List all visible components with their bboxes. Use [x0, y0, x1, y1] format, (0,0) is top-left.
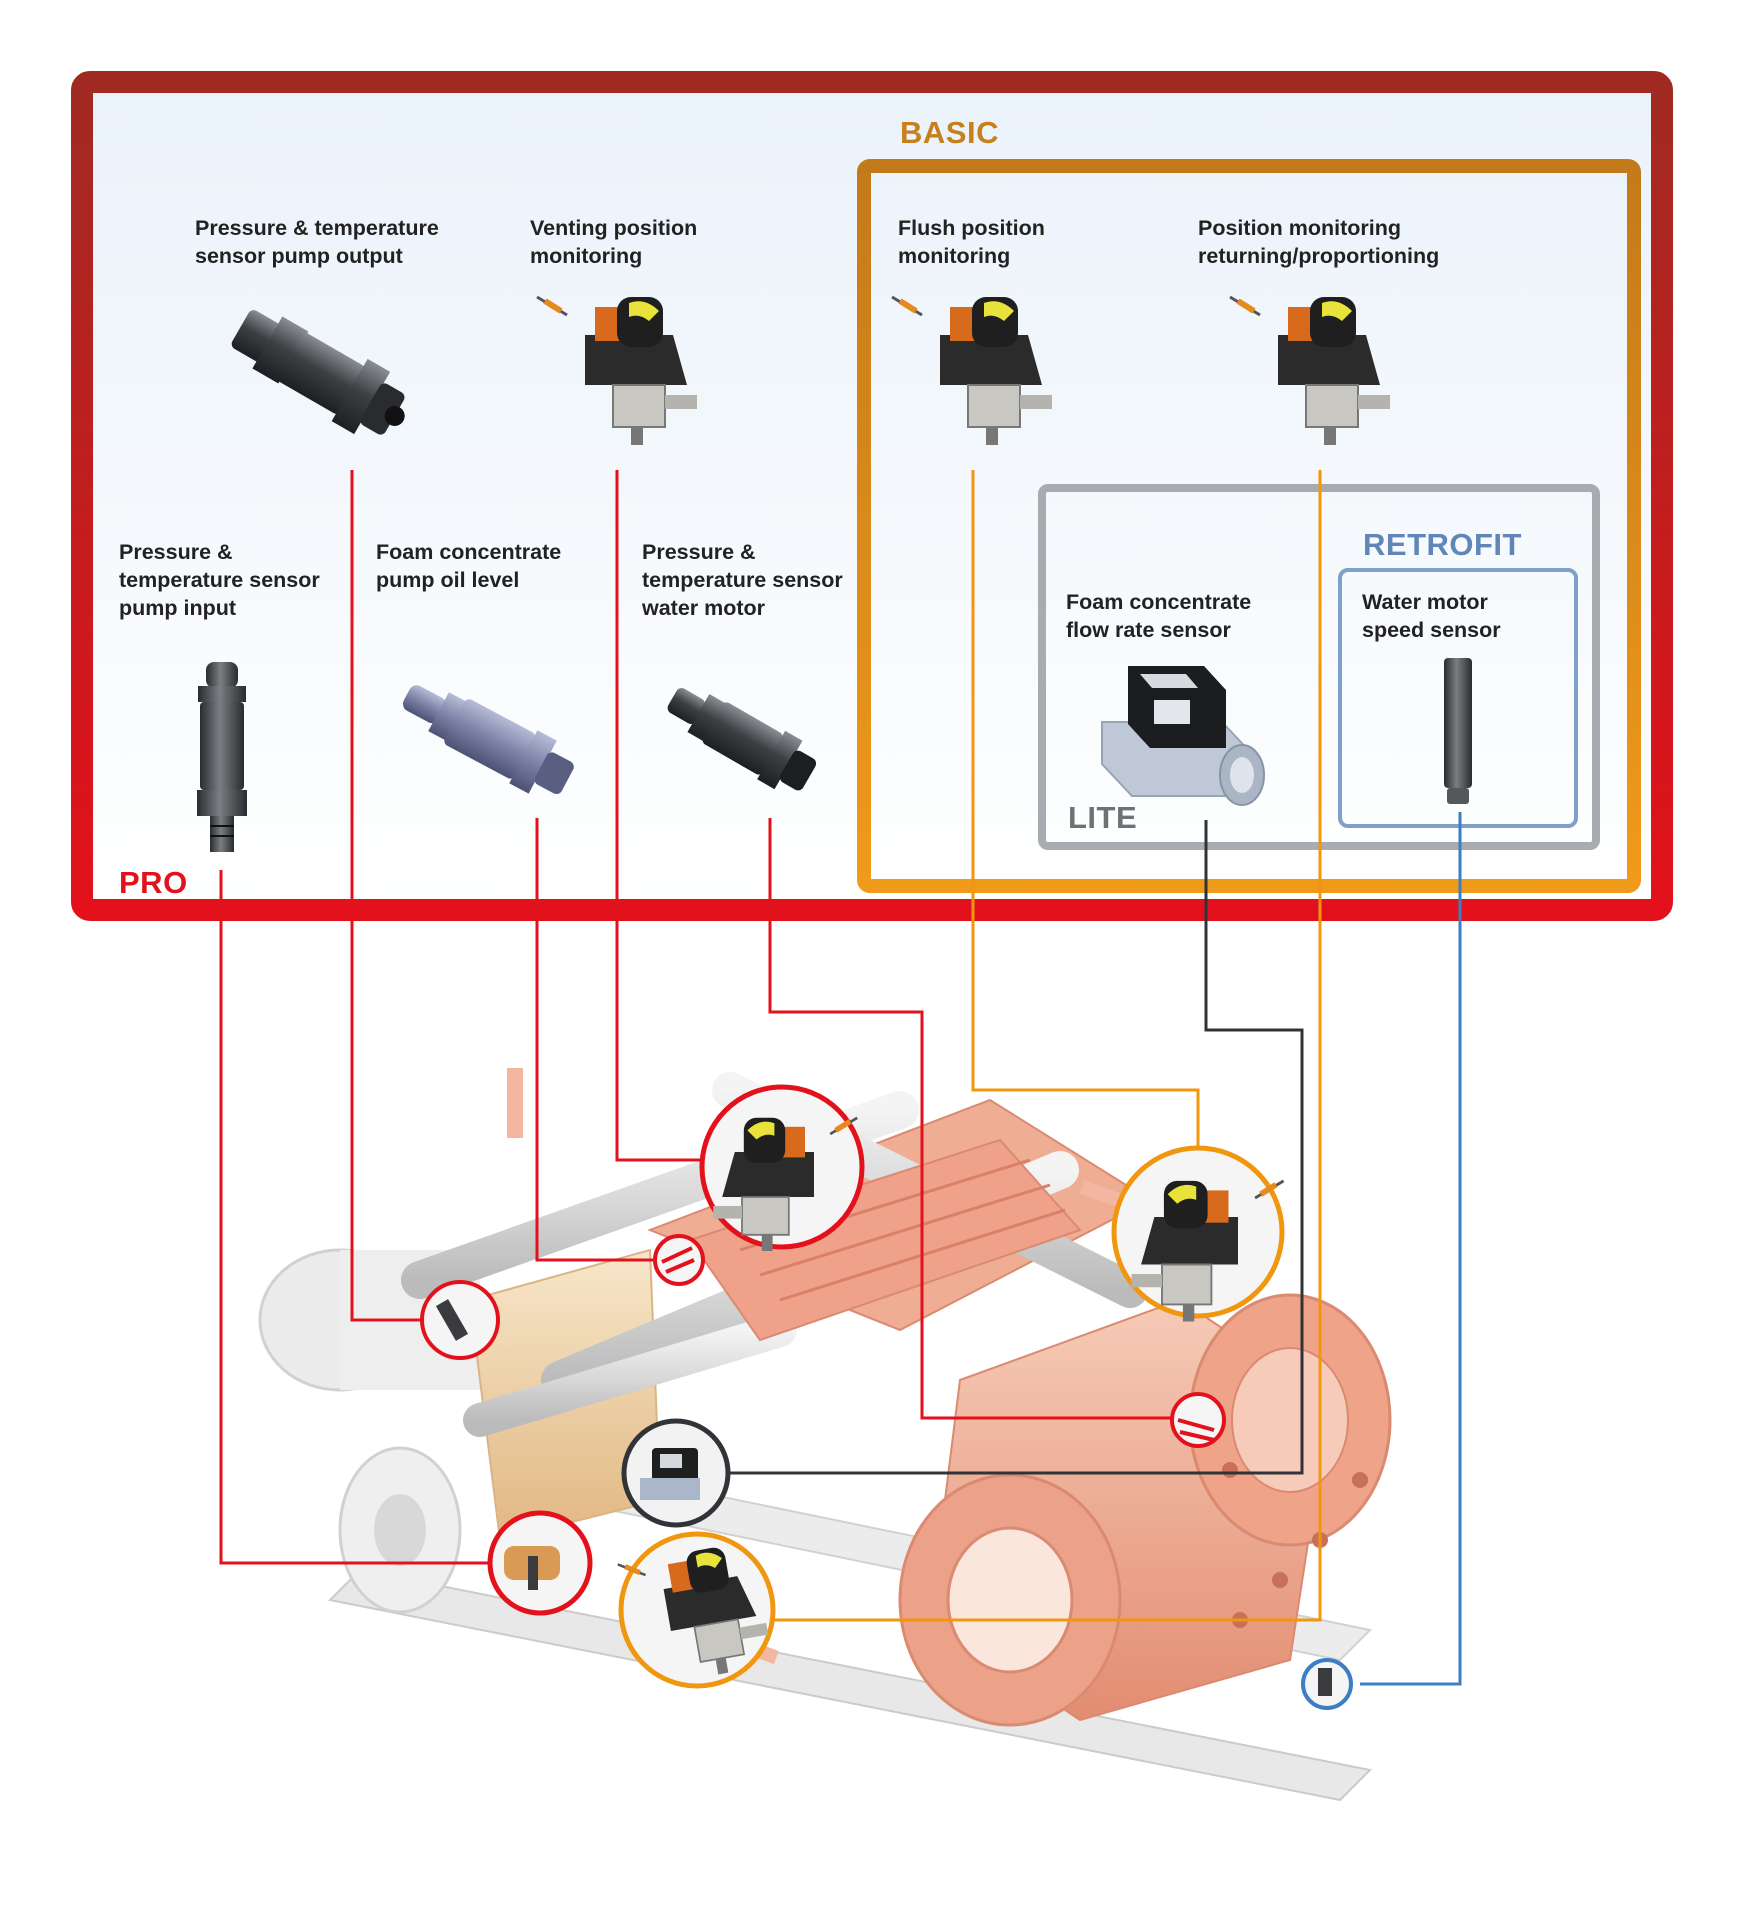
- callout-speed-sensor: [1301, 1658, 1353, 1710]
- tier-label-retrofit: RETROFIT: [1363, 527, 1522, 562]
- callout-oil-level: [653, 1234, 705, 1286]
- speed-sensor-icon: [1444, 658, 1472, 804]
- connector-venting-position: [615, 470, 718, 1162]
- tier-label-lite: LITE: [1068, 800, 1138, 835]
- label-pt-water-motor: Pressure & temperature sensor water moto…: [642, 540, 843, 620]
- connector-pt-pump-input: [219, 870, 500, 1565]
- flow-rate-sensor-icon: [1101, 666, 1265, 806]
- connector-pt-water-motor: [768, 818, 1200, 1420]
- label-speed-sensor: Water motor speed sensor: [1362, 590, 1501, 642]
- label-venting-position: Venting position monitoring: [530, 216, 698, 268]
- callout-pt-pump-input: [487, 1510, 593, 1616]
- basic-tier-frame: [857, 159, 1641, 893]
- callout-position-returning: [618, 1531, 774, 1688]
- pressure-sensor-icon: [231, 310, 405, 435]
- label-position-returning: Position monitoring returning/proportion…: [1198, 216, 1440, 268]
- label-flush-position: Flush position monitoring: [898, 216, 1045, 268]
- connector-pt-pump-output: [350, 470, 432, 1322]
- retrofit-tier-frame: [1338, 568, 1578, 828]
- callout-venting-position: [699, 1084, 865, 1251]
- callouts: [420, 1084, 1353, 1710]
- callout-flush-position: [1111, 1145, 1284, 1322]
- label-flow-rate: Foam concentrate flow rate sensor: [1066, 590, 1252, 642]
- connector-lines: [219, 470, 1462, 1686]
- callout-pt-water-motor: [1170, 1392, 1226, 1448]
- connector-flow-rate: [724, 820, 1304, 1475]
- callout-flow-rate: [621, 1418, 731, 1528]
- connector-position-returning: [770, 470, 1322, 1622]
- label-pt-pump-input: Pressure & temperature sensor pump input: [119, 540, 320, 620]
- label-oil-level: Foam concentrate pump oil level: [376, 540, 562, 592]
- pressure-sensor-icon: [197, 662, 247, 852]
- oil-level-sensor-icon: [403, 685, 574, 795]
- pressure-sensor-icon: [667, 688, 817, 791]
- label-pt-pump-output: Pressure & temperature sensor pump outpu…: [195, 216, 439, 268]
- connector-flush-position: [971, 470, 1200, 1148]
- tier-label-pro: PRO: [119, 865, 188, 900]
- callout-pt-pump-output: [420, 1280, 500, 1360]
- connector-speed-sensor: [1360, 812, 1462, 1686]
- pro-tier-frame: [71, 71, 1673, 921]
- connector-oil-level: [535, 818, 656, 1262]
- tier-label-basic: BASIC: [900, 115, 999, 150]
